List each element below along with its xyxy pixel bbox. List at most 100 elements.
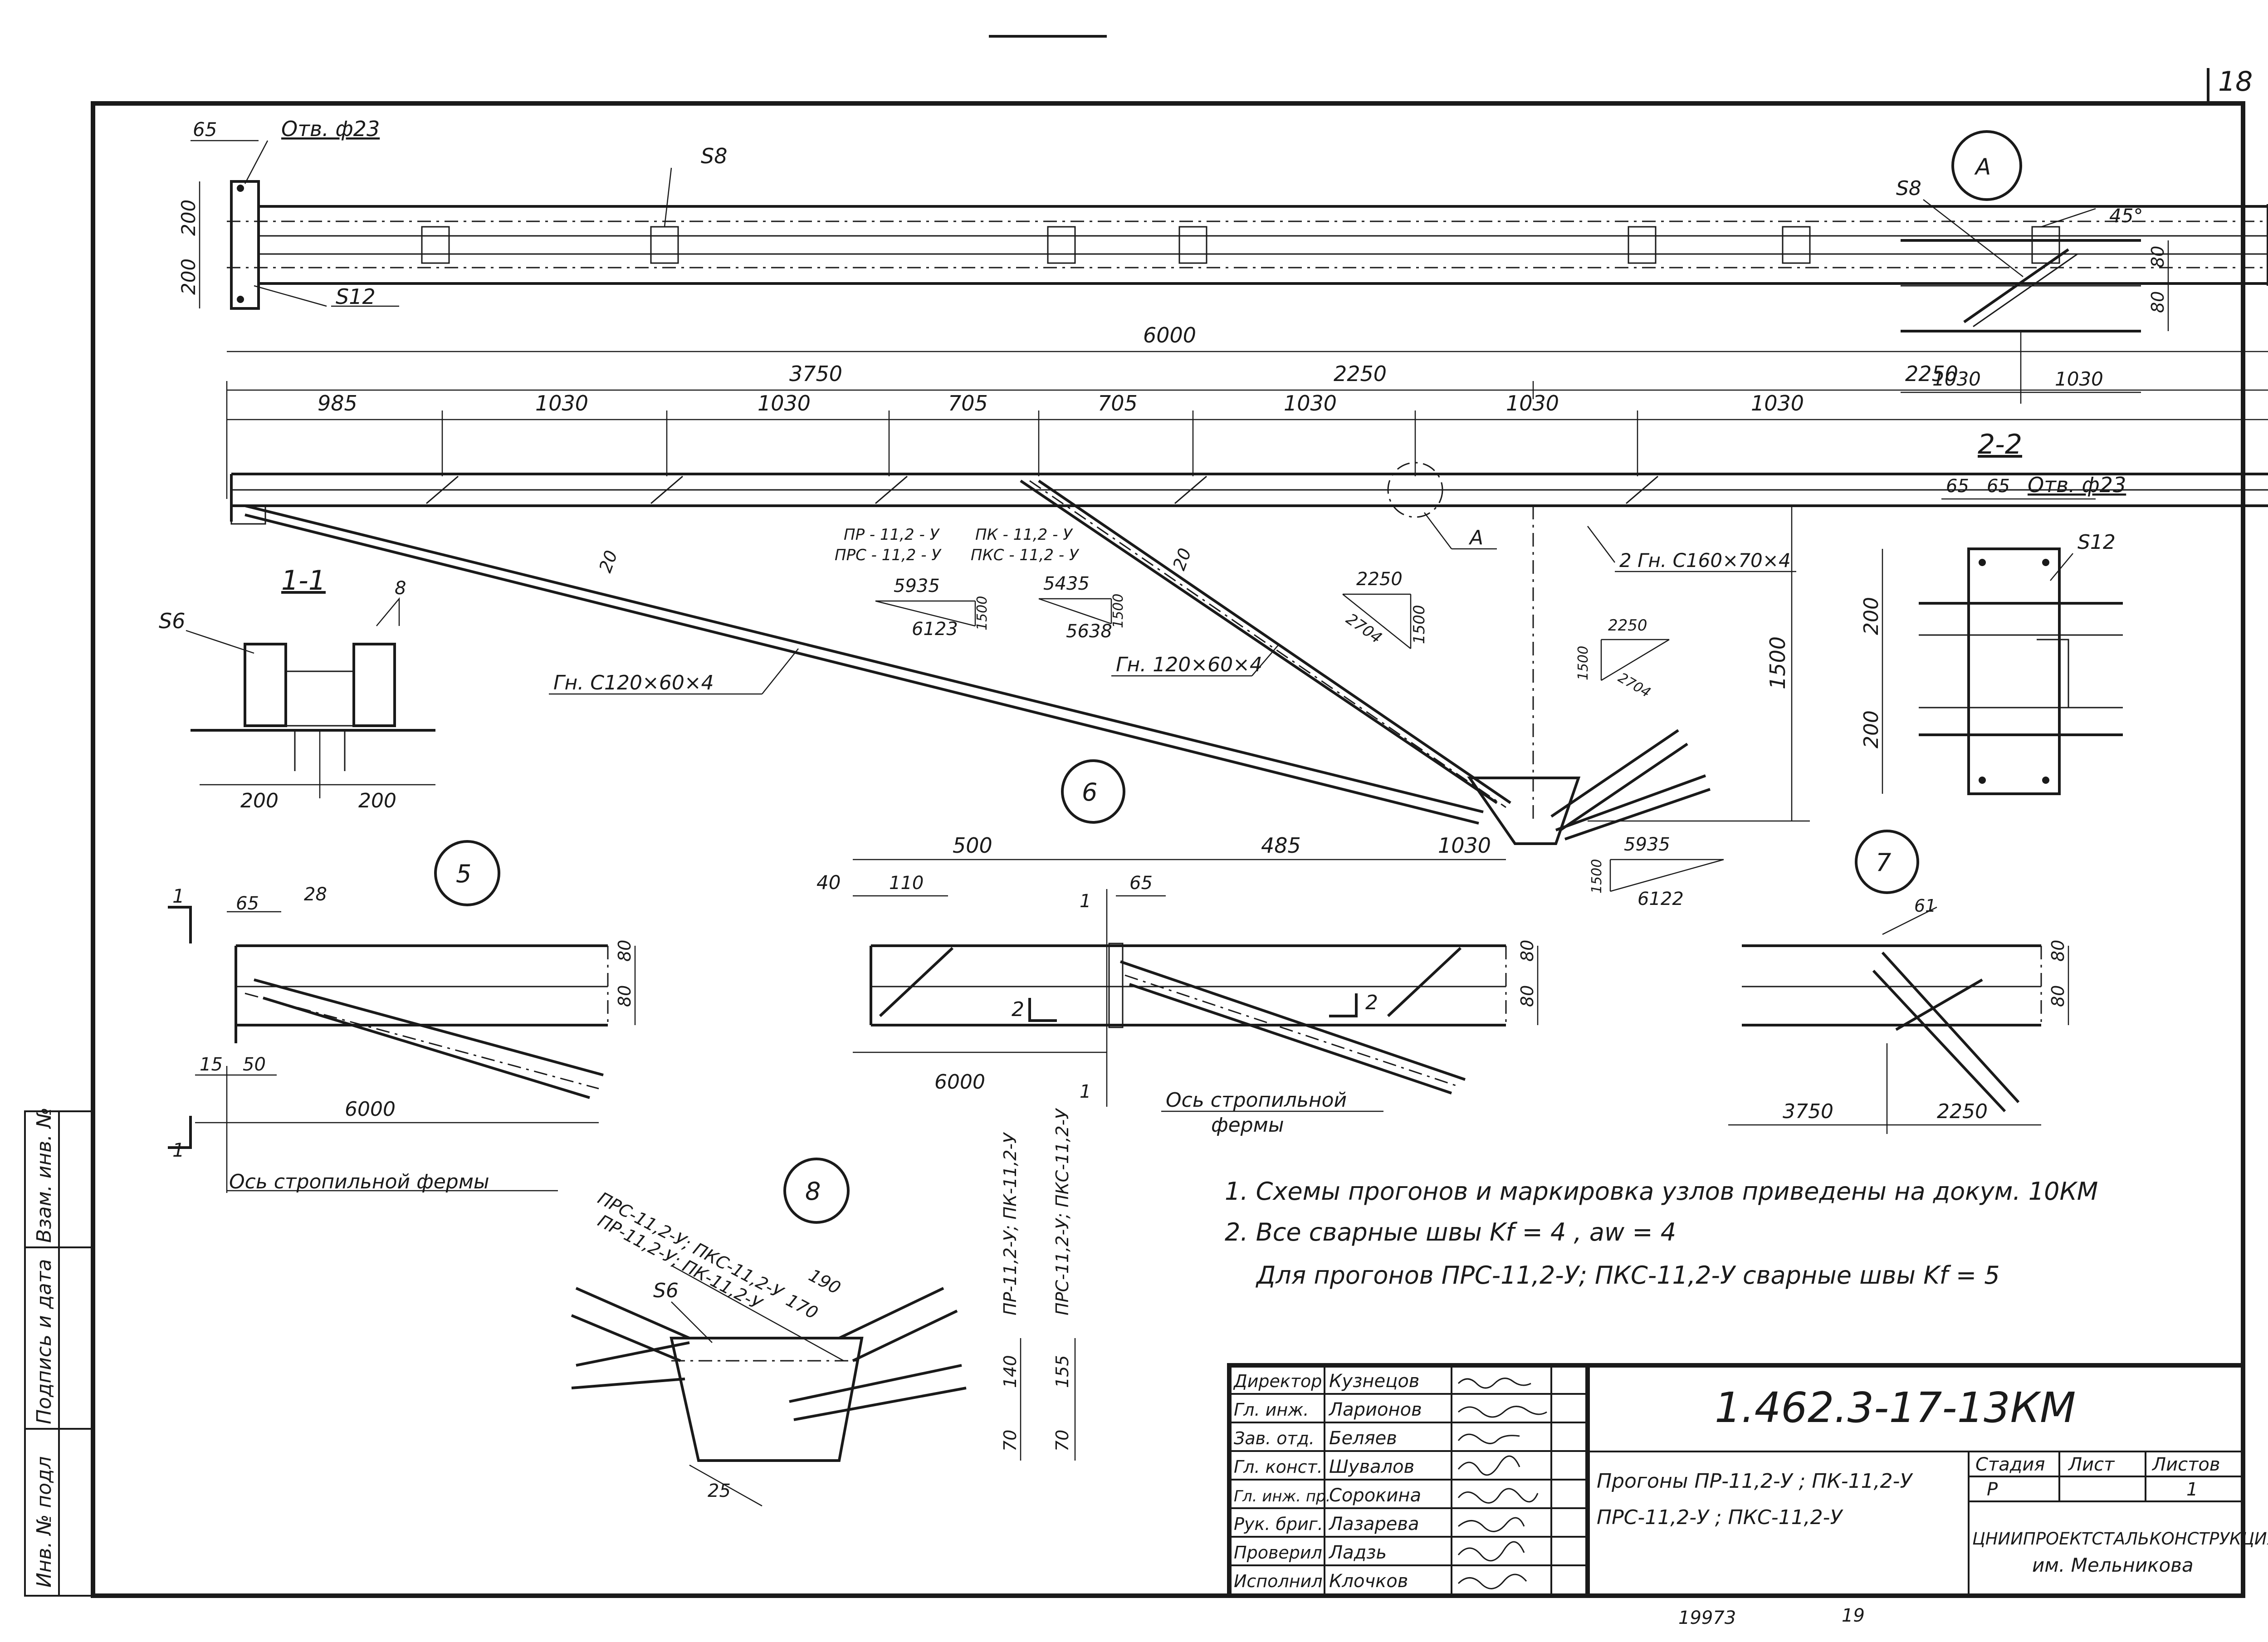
slope3-hyp: 2704 xyxy=(1343,610,1385,647)
node-6-slope-run: 5935 xyxy=(1624,834,1670,855)
elev-seg-6: 1030 xyxy=(1284,391,1337,415)
plan-hole-label: Отв. ф23 xyxy=(281,117,380,141)
slope-triangle-1: 5935 6123 1500 xyxy=(875,576,990,640)
node-6-slope-hyp: 6122 xyxy=(1637,889,1684,909)
node-5-cut-bottom: 1 xyxy=(172,1139,185,1161)
slope2-rise: 1500 xyxy=(1110,594,1126,628)
node-7-detail: 7 61 80 80 3750 2250 xyxy=(1728,830,2069,1134)
title-block: Директор Гл. инж. Зав. отд. Гл. конст. Г… xyxy=(1227,1363,2268,1598)
plan-dim-left-1: 200 xyxy=(177,200,200,236)
elev-dim-height: 1500 xyxy=(1765,636,1790,689)
slope-triangle-4: 2250 2704 1500 xyxy=(1575,616,1670,701)
stamp-replace: Взам. инв. № xyxy=(33,1107,56,1243)
tb-role-1: Гл. инж. xyxy=(1234,1400,1309,1420)
section-22-plate: S12 xyxy=(2077,531,2116,554)
tb-name-4: Сорокина xyxy=(1329,1485,1421,1506)
tb-stage-label: Стадия xyxy=(1975,1454,2045,1475)
node-6-dim-110: 110 xyxy=(889,873,924,894)
slope2-run: 5435 xyxy=(1043,573,1090,594)
node-6-cut-1-top: 1 xyxy=(1080,891,1091,912)
tb-stage-value: Р xyxy=(1987,1479,1998,1500)
node-6-cut-2-right: 2 xyxy=(1365,991,1378,1014)
node-a-dim-r1: 80 xyxy=(2148,246,2168,268)
tb-sheets-label: Листов xyxy=(2151,1454,2220,1475)
elev-mark-pk: ПК - 11,2 - У xyxy=(975,526,1073,544)
slope4-run: 2250 xyxy=(1608,616,1647,635)
section-11-weld: 8 xyxy=(395,578,406,599)
slope2-hyp: 5638 xyxy=(1066,621,1112,642)
section-22-hole: Отв. ф23 xyxy=(2028,473,2126,497)
tb-code: 1.462.3-17-13КМ xyxy=(1715,1383,2076,1432)
node-6-dim-500: 500 xyxy=(953,833,992,858)
slope1-hyp: 6123 xyxy=(912,619,958,640)
plan-dim-left-2: 200 xyxy=(177,259,200,295)
slope4-hyp: 2704 xyxy=(1615,670,1653,701)
slope3-run: 2250 xyxy=(1356,569,1403,590)
tb-org-sub: им. Мельникова xyxy=(2032,1554,2194,1576)
section-2-2: 2-2 65 65 Отв. ф23 S12 200 200 xyxy=(1860,429,2126,795)
elev-weld-left: 20 xyxy=(595,548,621,575)
node-6-slope: 5935 6122 1500 xyxy=(1589,834,1724,909)
tb-role-3: Гл. конст. xyxy=(1234,1457,1323,1477)
tb-name-1: Ларионов xyxy=(1328,1399,1422,1420)
slope4-rise: 1500 xyxy=(1575,646,1591,680)
node-6-circle xyxy=(1061,759,1125,824)
stamp-sign: Подпись и дата xyxy=(33,1259,56,1424)
slope-triangle-3: 2250 2704 1500 xyxy=(1342,569,1428,649)
sheet-number: 18 xyxy=(2218,66,2253,98)
node-6-cut-1-bottom: 1 xyxy=(1080,1081,1091,1102)
node-6-dim-485: 485 xyxy=(1261,833,1301,858)
section-1-1: 1-1 S6 8 200 200 xyxy=(159,565,435,812)
tb-name-2: Беляев xyxy=(1329,1428,1397,1449)
elev-dim-2250a: 2250 xyxy=(1334,362,1387,386)
tb-role-0: Директор xyxy=(1233,1371,1322,1391)
plan-plate-label: S12 xyxy=(336,284,376,309)
node-7-dim-r1: 80 xyxy=(2048,940,2068,962)
note-3: Для прогонов ПРС-11,2-У; ПКС-11,2-У свар… xyxy=(1256,1261,2000,1290)
tb-role-5: Рук. бриг. xyxy=(1234,1514,1323,1534)
node-8-marks-vert-1: ПР-11,2-У; ПК-11,2-У xyxy=(1000,1132,1020,1315)
node-6-dim-40: 40 xyxy=(816,871,841,894)
node-a-detail: А S8 45° 80 80 1030 1030 xyxy=(1896,130,2169,404)
notes: 1. Схемы прогонов и маркировка узлов при… xyxy=(1225,1177,2098,1290)
node-a-angle: 45° xyxy=(2109,205,2143,227)
slope3-rise: 1500 xyxy=(1410,605,1428,644)
node-5-dim-65: 65 xyxy=(236,893,259,914)
tb-desc-1: Прогоны ПР-11,2-У ; ПК-11,2-У xyxy=(1597,1470,1913,1493)
tb-name-0: Кузнецов xyxy=(1329,1371,1419,1392)
elev-seg-5: 705 xyxy=(1098,391,1138,415)
sheet-frame xyxy=(91,101,2245,1598)
section-22-dim-65a: 65 xyxy=(1946,476,1969,497)
node-5-dim-r2: 80 xyxy=(615,985,635,1007)
section-22-dim-65b: 65 xyxy=(1987,476,2010,497)
node-a-stiffener: S8 xyxy=(1896,177,1921,200)
tb-org: ЦНИИПРОЕКТСТАЛЬКОНСТРУКЦИЯ xyxy=(1972,1529,2268,1549)
node-5-axis-label: Ось стропильной фермы xyxy=(229,1170,489,1193)
node-5-dim-15: 15 xyxy=(200,1054,223,1075)
elev-dim-3750: 3750 xyxy=(789,362,842,386)
tb-role-4: Гл. инж. пр. xyxy=(1234,1487,1330,1505)
node-a-dim-b2: 1030 xyxy=(2055,368,2103,390)
node-8-dim-25: 25 xyxy=(708,1481,731,1501)
node-7-dim-2250: 2250 xyxy=(1937,1100,1988,1123)
node-5-cut-top: 1 xyxy=(172,885,185,907)
node-6-axis-label-1: Ось стропильной xyxy=(1166,1089,1347,1112)
slope1-rise: 1500 xyxy=(974,596,990,630)
elev-seg-4: 705 xyxy=(948,391,988,415)
node-8-dim-140: 140 xyxy=(1000,1355,1020,1388)
elev-brace-right-profile: Гн. 120×60×4 xyxy=(1116,653,1262,676)
tb-sheet-label: Лист xyxy=(2068,1454,2115,1475)
elev-mark-prs: ПРС - 11,2 - У xyxy=(835,546,942,564)
elev-node-a-label: А xyxy=(1468,526,1483,549)
plan-hole-dim: 65 xyxy=(193,118,217,141)
node-8-marks-vert-2: ПРС-11,2-У; ПКС-11,2-У xyxy=(1052,1108,1072,1315)
node-8-dim-70b: 70 xyxy=(1052,1430,1072,1451)
elev-brace-left-profile: Гн. С120×60×4 xyxy=(553,671,714,694)
elev-mark-pks: ПКС - 11,2 - У xyxy=(971,546,1080,564)
node-a-dim-b1: 1030 xyxy=(1932,368,1981,390)
tb-role-6: Проверил xyxy=(1234,1543,1322,1563)
tb-name-5: Лазарева xyxy=(1328,1514,1419,1534)
section-22-dim-l2: 200 xyxy=(1860,710,1883,748)
node-7-dim-r2: 80 xyxy=(2048,985,2068,1007)
